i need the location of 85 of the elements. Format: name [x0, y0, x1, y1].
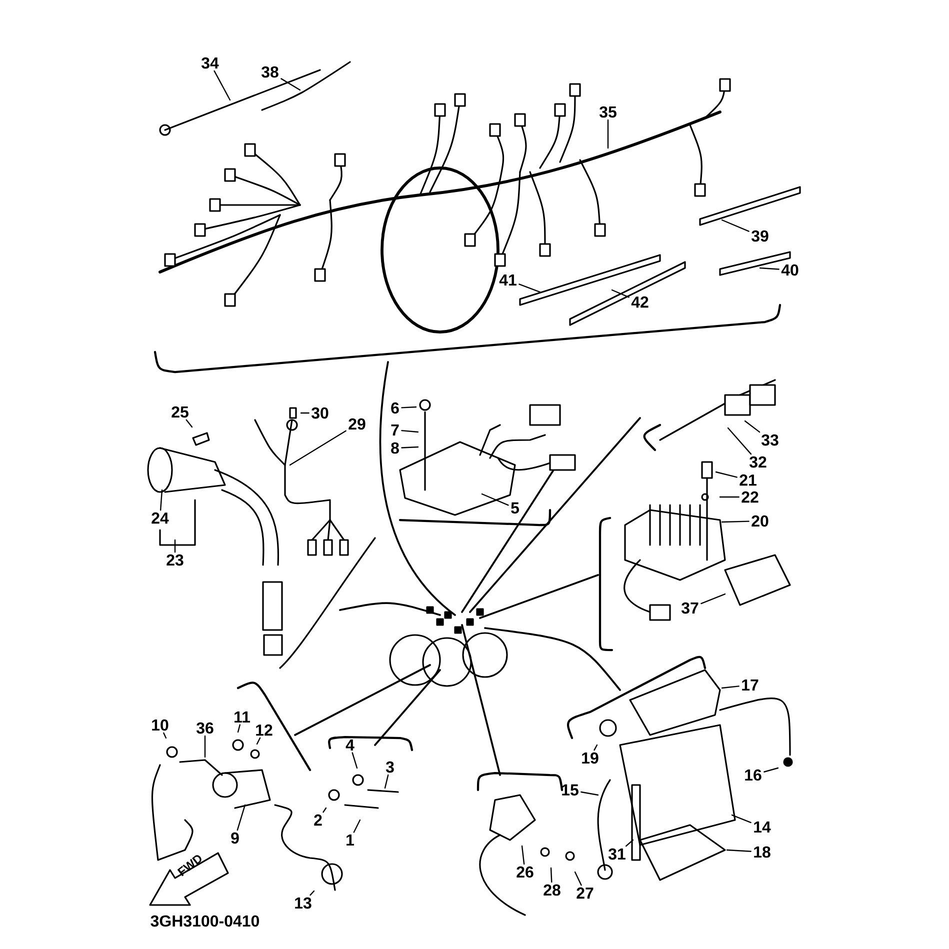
callout-number: 13 [295, 897, 312, 909]
leader-line [163, 732, 167, 739]
leader-line [214, 70, 231, 101]
callout-number: 19 [582, 752, 598, 764]
leader-line [237, 724, 241, 733]
leader-line [280, 78, 301, 91]
callout-number: 40 [781, 264, 798, 276]
leader-line [721, 219, 750, 232]
callout-number: 17 [742, 680, 758, 691]
callout-number: 3 [386, 761, 394, 773]
leader-line [727, 427, 752, 455]
leader-line [721, 686, 740, 689]
leader-line [611, 289, 630, 298]
callout-number: 10 [152, 719, 168, 731]
leader-line [580, 791, 599, 796]
callout-number: 26 [516, 866, 534, 878]
callout-number: 38 [261, 66, 278, 78]
leader-line [719, 496, 740, 498]
callout-number: 14 [754, 822, 771, 833]
leader-line [550, 867, 552, 883]
leader-line [759, 267, 780, 270]
leader-line [625, 839, 634, 847]
leader-line [518, 284, 541, 293]
callout-number: 4 [346, 740, 354, 751]
callout-number: 27 [576, 887, 594, 899]
leader-line [322, 807, 327, 813]
callout-number: 39 [752, 230, 768, 242]
leader-line [764, 767, 779, 772]
leader-line [300, 412, 310, 414]
callout-number: 2 [314, 814, 322, 826]
callout-number: 9 [231, 832, 239, 844]
callout-number: 32 [750, 456, 766, 468]
callout-number: 15 [562, 784, 578, 796]
callout-number: 42 [631, 296, 648, 308]
leader-line [401, 446, 419, 448]
callout-number: 5 [511, 502, 519, 514]
leader-line [521, 845, 525, 865]
leader-line [310, 890, 315, 896]
callout-number: 11 [234, 712, 250, 722]
leader-line [744, 420, 760, 433]
callout-number: 8 [391, 442, 399, 454]
leader-line [353, 819, 361, 833]
callout-number: 7 [391, 424, 399, 436]
callout-number: 1 [346, 834, 354, 846]
leader-line [289, 430, 346, 466]
callout-number: 23 [166, 554, 184, 566]
callout-number: 37 [681, 602, 698, 614]
leader-line [236, 804, 246, 831]
callout-number: 12 [256, 724, 272, 736]
leader-line [715, 471, 738, 478]
callout-number: 36 [196, 722, 214, 734]
callout-number: 29 [348, 418, 366, 430]
leader-line [481, 493, 509, 506]
leader-line [607, 119, 609, 149]
callout-number: 33 [762, 434, 778, 446]
callout-number: 21 [740, 474, 756, 486]
callout-number: 6 [391, 402, 399, 414]
leader-line [186, 419, 193, 428]
leader-line [401, 406, 417, 408]
leader-line [700, 593, 726, 604]
callout-number: 16 [745, 769, 762, 781]
callout-number: 25 [172, 406, 188, 418]
callout-number: 30 [311, 407, 328, 419]
leader-line [574, 871, 582, 886]
leader-line [204, 735, 206, 758]
callout-number: 22 [742, 491, 758, 503]
leader-line [401, 430, 419, 433]
leader-line [726, 849, 752, 852]
callout-number: 41 [499, 274, 516, 286]
leader-line [384, 774, 389, 789]
leader-line [352, 752, 358, 769]
leader-line [160, 489, 163, 511]
leader-line [594, 744, 598, 751]
callout-number: 20 [752, 515, 768, 527]
leader-line [174, 539, 176, 553]
callout-number: 34 [201, 57, 219, 69]
callout-number: 28 [544, 884, 560, 896]
callout-number: 35 [599, 106, 616, 118]
callout-number: 18 [754, 846, 770, 858]
callout-number: 24 [152, 512, 169, 524]
drawing-number: 3GH3100-0410 [150, 915, 260, 927]
callout-number: 31 [608, 848, 626, 860]
leader-line [721, 520, 750, 523]
leader-line [256, 737, 261, 745]
leader-line [731, 814, 752, 824]
